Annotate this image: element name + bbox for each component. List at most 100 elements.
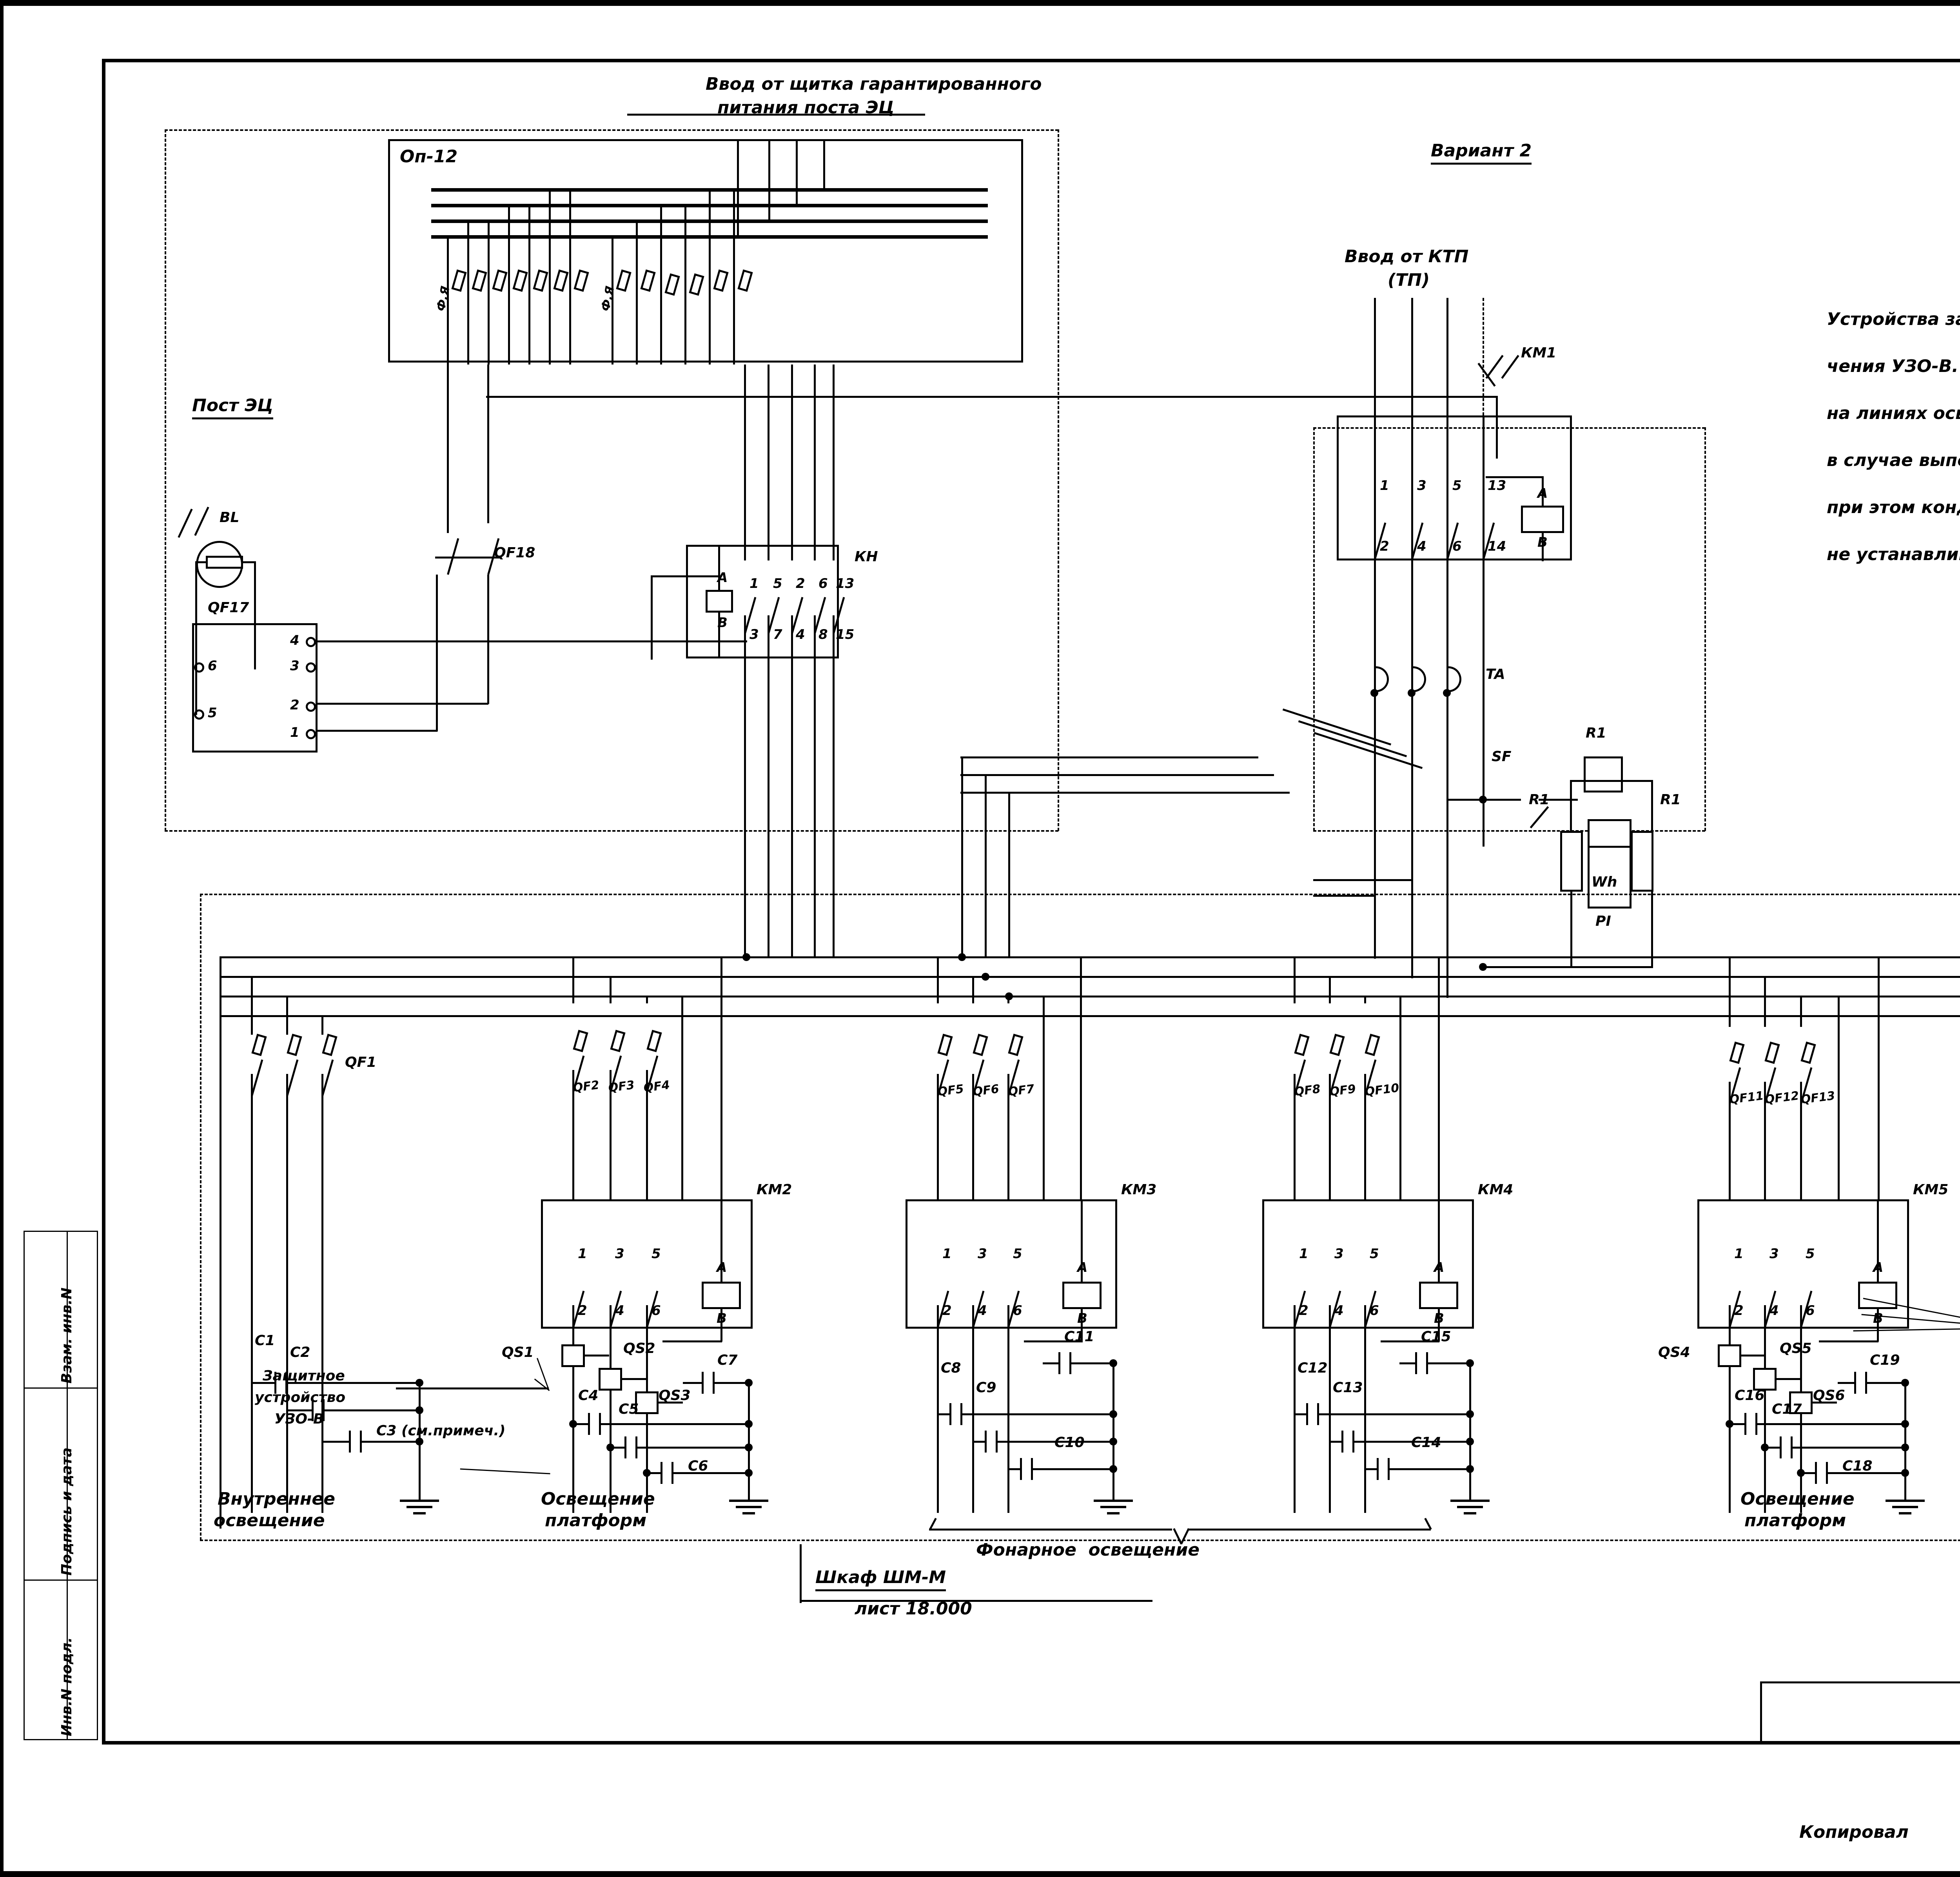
caption-g2-line2: платформ — [545, 1511, 647, 1531]
resistor-r1-right — [1631, 831, 1653, 892]
qf17-label: QF17 — [208, 600, 249, 616]
ta-core-3 — [1446, 666, 1461, 692]
qf1-label: QF1 — [345, 1054, 377, 1070]
km4-term-6: 6 — [1370, 1303, 1379, 1318]
qf18-out-h2 — [316, 703, 488, 705]
qf9-fuse — [1329, 1034, 1345, 1056]
resistor-r1-top — [1584, 756, 1623, 793]
km3-coil-lead — [1081, 1199, 1083, 1284]
ground-g3 — [1094, 1500, 1133, 1519]
ta-sec-wire-1 — [960, 756, 1258, 758]
qf17-t4-out — [316, 640, 747, 642]
margin-label-inv: Инв.N подл. — [59, 1637, 75, 1736]
qf18-label: QF18 — [494, 545, 535, 561]
meter-lead-l — [1570, 890, 1572, 968]
kn-term-7: 7 — [773, 627, 782, 642]
sf-contact — [1530, 806, 1549, 829]
km1-coil-lead-b — [1542, 532, 1544, 561]
post-enclosure-left — [165, 129, 166, 831]
cap-g4-return — [1469, 1362, 1471, 1500]
margin-label-podpis: Подпись и дата — [59, 1447, 75, 1576]
qf18-out-2 — [487, 575, 489, 704]
km1-label: КМ1 — [1521, 345, 1557, 361]
cap-g2-return — [748, 1382, 750, 1500]
km1-coil-lead-h — [1486, 476, 1544, 478]
km5-term-6: 6 — [1806, 1303, 1815, 1318]
kn-term-6: 6 — [818, 576, 828, 591]
km1-term-4: 4 — [1417, 539, 1426, 554]
km1-term-13: 13 — [1488, 478, 1506, 493]
km3-coil-bot-v — [1081, 1307, 1083, 1342]
ta-sec-wire-2 — [960, 774, 1274, 776]
qs3-disconnector[interactable] — [635, 1391, 659, 1414]
r1-bridge-l — [1570, 780, 1572, 832]
ktp-enclosure-right — [1704, 427, 1706, 831]
bl-wire-right — [254, 561, 256, 651]
lamp-bl-lead-l — [195, 561, 207, 563]
ta-sec-v1 — [961, 756, 963, 956]
interconnect-3 — [1008, 996, 1960, 997]
meter-wh-label: Wh — [1592, 874, 1617, 890]
km4-label: КМ4 — [1478, 1182, 1514, 1198]
ta-core-2 — [1411, 666, 1426, 692]
op12-down-4 — [814, 365, 816, 521]
lamp-bl-filament — [206, 556, 243, 569]
qf4-fuse — [646, 1030, 662, 1052]
feed-top-right-line1: Ввод от КТП — [1345, 247, 1469, 267]
r1-bridge-r — [1651, 780, 1653, 832]
ktp-feed-3 — [1446, 298, 1448, 713]
km2-term-3: 3 — [615, 1246, 624, 1262]
cap-c9-label: C9 — [976, 1380, 996, 1396]
kn-out-4 — [814, 658, 816, 956]
kn-coil-lead-top — [718, 545, 720, 591]
qs6-disconnector[interactable] — [1789, 1391, 1813, 1414]
qs5-disconnector[interactable] — [1753, 1368, 1777, 1391]
mains-bus-kn — [486, 396, 1497, 398]
km1-term-5: 5 — [1452, 478, 1462, 493]
ktp-feed-1 — [1374, 298, 1376, 713]
cap-c7-label: C7 — [717, 1352, 738, 1368]
note-line-3: на линиях освещения платформ, — [1827, 403, 1960, 423]
qs3-lead — [659, 1402, 683, 1404]
cap-c5-label: C5 — [619, 1401, 639, 1417]
ta-line-down-1 — [1374, 692, 1376, 896]
qf17-term-label-2: 2 — [290, 697, 299, 713]
kn-coil-lead-bot — [718, 611, 720, 658]
km5-coil — [1858, 1282, 1897, 1309]
note-line-2: чения УЗО-В. устанавливается — [1827, 356, 1958, 376]
qf18-pole-1 — [447, 365, 449, 533]
qs1-label: QS1 — [502, 1344, 534, 1360]
qs6-lead — [1813, 1402, 1837, 1404]
cabinet-enclosure-top — [200, 894, 1960, 895]
cap-c16-label: C16 — [1735, 1387, 1765, 1404]
qf7-fuse — [1008, 1034, 1024, 1056]
op12-infeed-4 — [823, 141, 825, 190]
km1-term-3: 3 — [1417, 478, 1426, 493]
km1-term-14: 14 — [1488, 539, 1506, 554]
frame-bottom-outer — [0, 1871, 1960, 1877]
ktp-enclosure-bottom — [1313, 830, 1705, 832]
km5-term-4: 4 — [1769, 1303, 1779, 1318]
meter-lead-r — [1651, 890, 1653, 968]
qs2-disconnector[interactable] — [599, 1368, 622, 1391]
qs4-disconnector[interactable] — [1718, 1344, 1741, 1367]
kn-term-15: 15 — [836, 627, 855, 642]
resistor-r1-left — [1560, 831, 1583, 892]
qf18-out-h1 — [316, 730, 437, 732]
caption-fonarnoe: Фонарное освещение — [976, 1540, 1200, 1560]
ta-core-1 — [1374, 666, 1389, 692]
ta-line-h1 — [1313, 895, 1376, 897]
km5-term-3: 3 — [1769, 1246, 1779, 1262]
cap-c6-label: C6 — [688, 1458, 708, 1474]
qs1-disconnector[interactable] — [561, 1344, 585, 1367]
km1-coil — [1521, 506, 1564, 533]
kn-label: КН — [855, 549, 878, 565]
kn-out-2 — [768, 658, 769, 956]
title-block — [1760, 1681, 1960, 1744]
uzo-note-g2-l1: Защитное — [263, 1368, 345, 1384]
km4-term-2: 2 — [1299, 1303, 1308, 1318]
km2-term-5: 5 — [652, 1246, 661, 1262]
cap-c3-label: C3 (см.примеч.) — [376, 1423, 506, 1439]
km5-term-5: 5 — [1806, 1246, 1815, 1262]
km3-term-3: 3 — [978, 1246, 987, 1262]
